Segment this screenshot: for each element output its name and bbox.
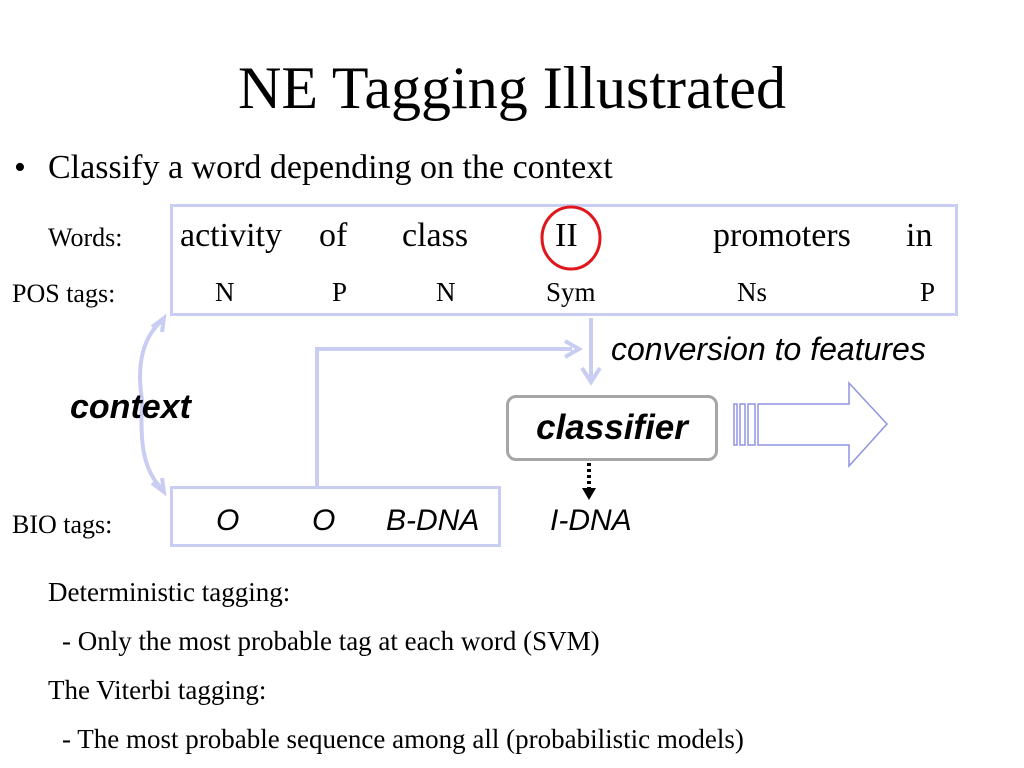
word-token: of: [319, 217, 348, 254]
pos-row-label: POS tags:: [12, 279, 116, 308]
word-token: class: [402, 217, 469, 254]
focus-word-circle: [540, 205, 602, 271]
pos-tag: N: [436, 277, 456, 307]
note-line: The Viterbi tagging:: [48, 675, 267, 705]
note-line: - Only the most probable tag at each wor…: [62, 626, 600, 656]
output-block-arrow-icon: [733, 381, 889, 468]
note-line: - The most probable sequence among all (…: [62, 724, 744, 754]
word-token: activity: [180, 217, 282, 254]
words-pos-box: [170, 204, 958, 316]
conversion-label: conversion to features: [611, 331, 926, 367]
word-token: promoters: [713, 217, 851, 254]
bullet-text: Classify a word depending on the context: [48, 149, 613, 186]
context-label: context: [70, 388, 191, 426]
word-token-focus: II: [555, 217, 578, 254]
bio-tag-predicted: I-DNA: [550, 504, 632, 537]
bullet-dot: •: [14, 149, 26, 186]
bio-tag: B-DNA: [386, 504, 480, 537]
pos-tag: P: [332, 277, 348, 307]
slide-title: NE Tagging Illustrated: [238, 55, 786, 121]
pos-tag: Sym: [546, 277, 596, 307]
words-row-label: Words:: [48, 223, 123, 252]
classifier-label: classifier: [536, 408, 688, 447]
pos-tag: N: [215, 277, 235, 307]
word-token: in: [906, 217, 933, 254]
context-curve-arrow: [138, 318, 165, 492]
pos-tag: P: [920, 277, 936, 307]
classifier-box: classifier: [506, 395, 718, 461]
pos-tag: Ns: [737, 277, 768, 307]
bio-row-label: BIO tags:: [12, 510, 113, 539]
bio-tags-box: [170, 486, 501, 547]
bio-tag: O: [216, 504, 240, 537]
bio-context-arrow: [315, 347, 572, 486]
note-line: Deterministic tagging:: [48, 577, 291, 607]
bio-tag: O: [312, 504, 336, 537]
